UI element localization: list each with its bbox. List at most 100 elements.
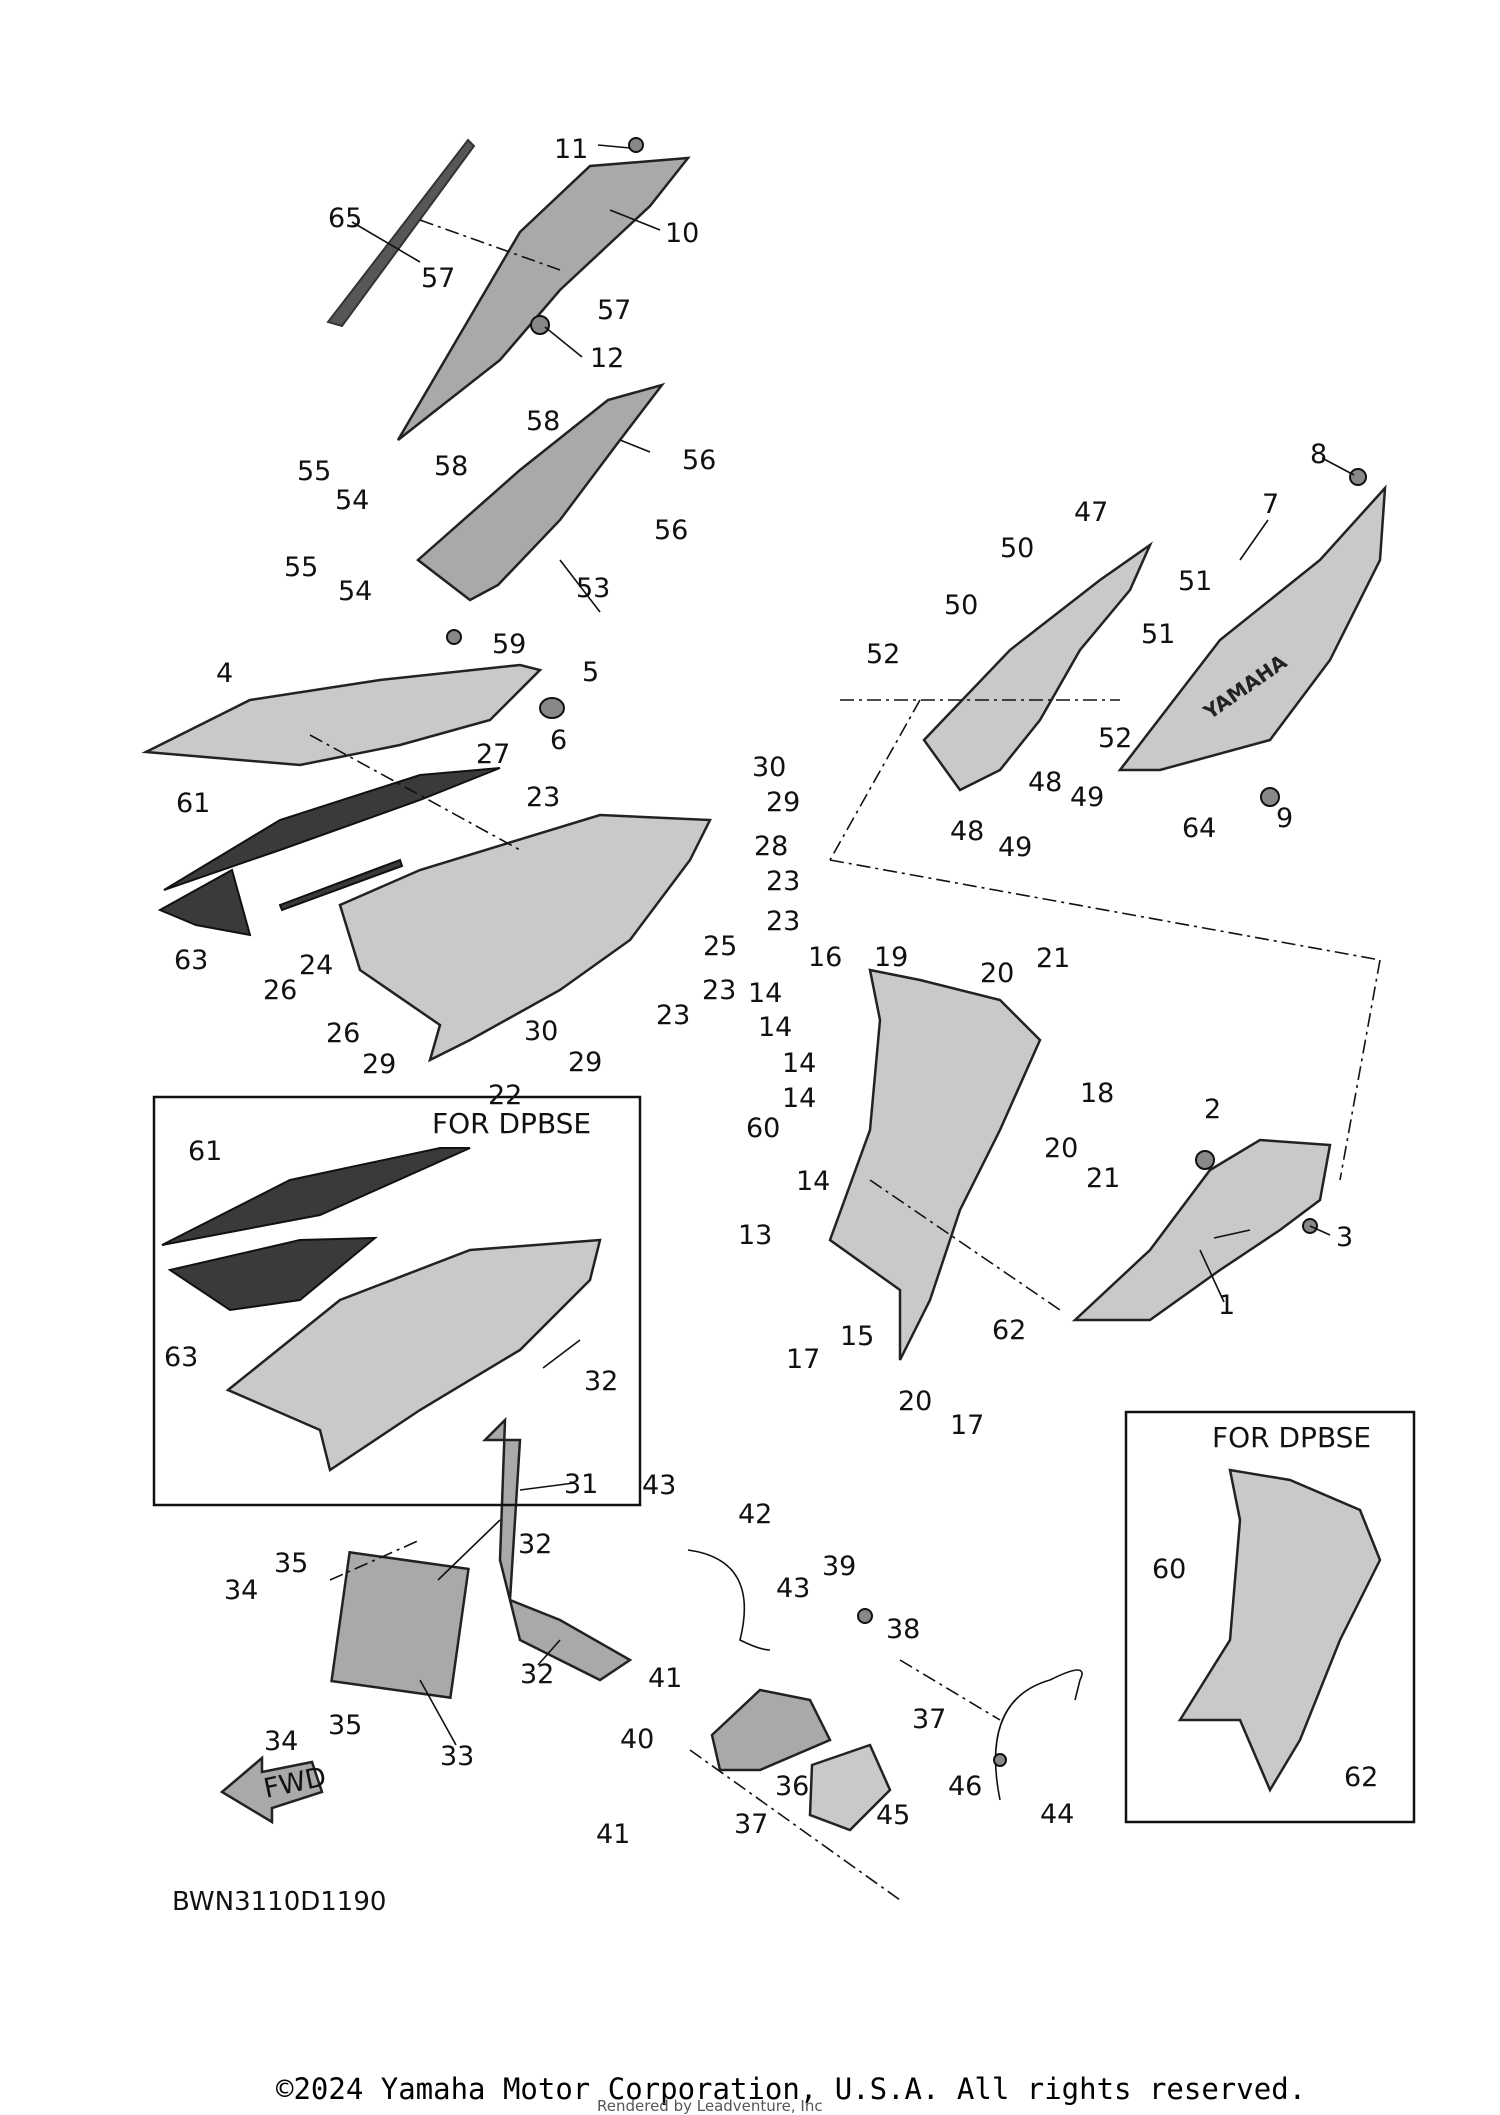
callout-8: 8 xyxy=(1310,439,1327,470)
rendered-by-credit: Rendered by Leadventure, Inc xyxy=(597,2097,823,2115)
callout-39: 39 xyxy=(822,1551,856,1582)
part-10-upper-cowling xyxy=(396,156,691,441)
callout-64: 64 xyxy=(1182,813,1216,844)
callout-45: 45 xyxy=(876,1800,910,1831)
callout-2: 2 xyxy=(1204,1094,1221,1125)
part-47-air-duct xyxy=(922,541,1153,792)
callout-31: 31 xyxy=(564,1469,598,1500)
callout-30: 30 xyxy=(752,752,786,783)
callout-53: 53 xyxy=(576,573,610,604)
callout-33: 33 xyxy=(440,1741,474,1772)
part-63-graphic-decal xyxy=(157,868,252,937)
callout-37: 37 xyxy=(734,1809,768,1840)
callout-10: 10 xyxy=(665,218,699,249)
inset-box-side-cowl-dpbse xyxy=(152,1095,642,1507)
part-61-stripe-decal xyxy=(163,767,501,891)
callout-23: 23 xyxy=(656,1000,690,1031)
callout-50: 50 xyxy=(1000,533,1034,564)
part-13-front-side-cowl xyxy=(828,968,1042,1361)
part-7-tank-cover xyxy=(1117,484,1387,772)
callout-49: 49 xyxy=(1070,782,1104,813)
callout-36: 36 xyxy=(775,1771,809,1802)
callout-56: 56 xyxy=(682,445,716,476)
callout-60: 60 xyxy=(1152,1554,1186,1585)
callout-6: 6 xyxy=(550,725,567,756)
callout-22: 22 xyxy=(488,1080,522,1111)
part-61-stripe-small xyxy=(278,858,404,912)
callout-20: 20 xyxy=(980,958,1014,989)
copyright-notice: ©2024 Yamaha Motor Corporation, U.S.A. A… xyxy=(276,2072,1307,2106)
callout-25: 25 xyxy=(703,931,737,962)
callout-23: 23 xyxy=(702,975,736,1006)
callout-51: 51 xyxy=(1141,619,1175,650)
callout-26: 26 xyxy=(326,1018,360,1049)
callout-55: 55 xyxy=(284,552,318,583)
fwd-label: FWD xyxy=(261,1761,329,1804)
part-31-bracket xyxy=(481,1416,633,1682)
callout-35: 35 xyxy=(328,1710,362,1741)
callout-9: 9 xyxy=(1276,803,1293,834)
callout-63: 63 xyxy=(164,1342,198,1373)
inset-part-60-62-cowl xyxy=(1177,1468,1382,1793)
callout-61: 61 xyxy=(188,1136,222,1167)
callout-37: 37 xyxy=(912,1704,946,1735)
part-33-radiator-guard xyxy=(330,1550,470,1700)
dash-lines xyxy=(309,219,1381,1901)
callouts: 11 65 10 57 57 12 58 58 56 55 54 56 55 5… xyxy=(164,134,1378,1850)
callout-62: 62 xyxy=(992,1315,1026,1346)
callout-58: 58 xyxy=(434,451,468,482)
callout-57: 57 xyxy=(421,263,455,294)
callout-14: 14 xyxy=(796,1166,830,1197)
callout-56: 56 xyxy=(654,515,688,546)
callout-1: 1 xyxy=(1218,1290,1235,1321)
hardware-bolts xyxy=(446,137,1367,1767)
callout-41: 41 xyxy=(596,1819,630,1850)
part-65-screen-film xyxy=(326,138,476,328)
callout-52: 52 xyxy=(866,639,900,670)
callout-54: 54 xyxy=(338,576,372,607)
callout-29: 29 xyxy=(568,1047,602,1078)
callout-23: 23 xyxy=(766,866,800,897)
callout-58: 58 xyxy=(526,406,560,437)
callout-65: 65 xyxy=(328,203,362,234)
callout-27: 27 xyxy=(476,739,510,770)
callout-14: 14 xyxy=(758,1012,792,1043)
callout-50: 50 xyxy=(944,590,978,621)
callout-16: 16 xyxy=(808,942,842,973)
callout-35: 35 xyxy=(274,1548,308,1579)
part-40-tank-bracket xyxy=(710,1688,832,1772)
callout-14: 14 xyxy=(782,1048,816,1079)
part-2-grommet xyxy=(1195,1150,1215,1170)
part-1-lower-cowl xyxy=(1071,1138,1332,1322)
inset-part-63-decal xyxy=(167,1236,378,1312)
callout-3: 3 xyxy=(1336,1222,1353,1253)
inset-box-front-cowl-dpbse xyxy=(1124,1410,1416,1824)
callout-32: 32 xyxy=(518,1529,552,1560)
callout-63: 63 xyxy=(174,945,208,976)
callout-5: 5 xyxy=(582,657,599,688)
callout-26: 26 xyxy=(263,975,297,1006)
part-5-grommet xyxy=(539,697,565,719)
callout-21: 21 xyxy=(1086,1163,1120,1194)
callout-48: 48 xyxy=(950,816,984,847)
callout-17: 17 xyxy=(786,1344,820,1375)
inset-part-22-cowl xyxy=(225,1238,602,1473)
callout-32: 32 xyxy=(584,1366,618,1397)
callout-30: 30 xyxy=(524,1016,558,1047)
callout-43: 43 xyxy=(642,1470,676,1501)
callout-11: 11 xyxy=(554,134,588,165)
callout-7: 7 xyxy=(1262,489,1279,520)
callout-34: 34 xyxy=(224,1575,258,1606)
callout-49: 49 xyxy=(998,832,1032,863)
callout-48: 48 xyxy=(1028,767,1062,798)
callout-55: 55 xyxy=(297,456,331,487)
callout-51: 51 xyxy=(1178,566,1212,597)
callout-12: 12 xyxy=(590,343,624,374)
callout-18: 18 xyxy=(1080,1078,1114,1109)
callout-21: 21 xyxy=(1036,943,1070,974)
callout-4: 4 xyxy=(216,658,233,689)
callout-40: 40 xyxy=(620,1724,654,1755)
callout-57: 57 xyxy=(597,295,631,326)
callout-14: 14 xyxy=(782,1083,816,1114)
